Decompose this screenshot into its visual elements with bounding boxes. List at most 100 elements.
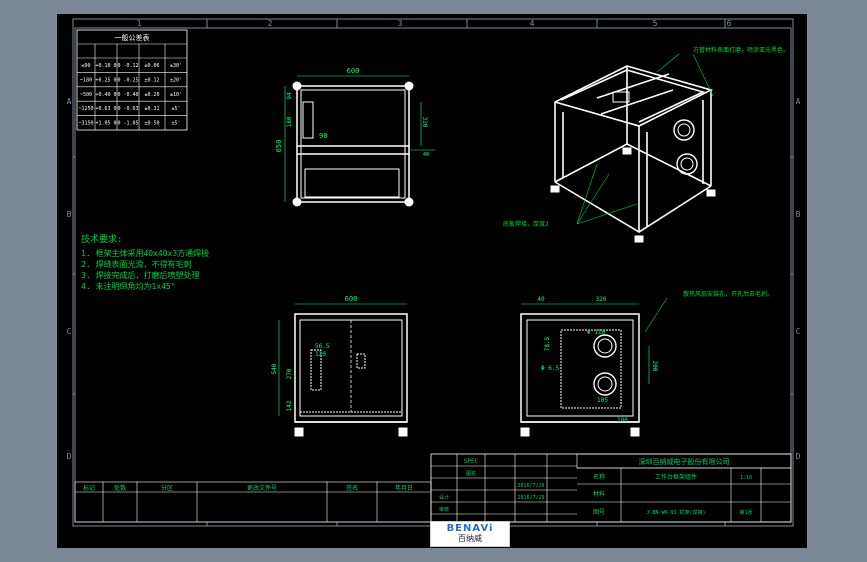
leader-line — [576, 173, 610, 225]
column-label: 4 — [530, 19, 535, 28]
fan-hole — [676, 153, 698, 175]
foot — [398, 427, 408, 437]
latch-slot — [356, 353, 366, 369]
column-label: 3 — [398, 19, 403, 28]
title-date: 2016/7/29 — [517, 483, 544, 489]
fan-hole-inner — [597, 338, 613, 354]
tolerance-cell: ±10' — [170, 92, 182, 98]
fan-panel — [560, 329, 622, 409]
tolerance-cell: 0 -0.25 — [117, 77, 138, 83]
iso-foot — [706, 189, 716, 197]
frame-inner — [300, 89, 406, 199]
tech-note-line: 3. 焊接完成后，打磨后喷塑处理 — [81, 270, 199, 280]
iso-bottom — [554, 181, 712, 233]
tolerance-cell: 0 -1.05 — [117, 121, 138, 127]
tolerance-cell: +1.05 0 — [95, 121, 116, 127]
dim-label: 180 — [617, 417, 628, 424]
frame-outline — [296, 85, 410, 203]
logo-chinese-text: 百纳威 — [458, 534, 482, 543]
annotation-text: 散热风扇安装孔，开孔后去毛刺。 — [683, 290, 773, 298]
title-label: 审核 — [439, 506, 449, 513]
row-label: C — [796, 327, 801, 336]
iso-crossbar — [596, 73, 670, 99]
leader-line — [576, 163, 598, 225]
company-logo: BENAVi 百纳威 — [430, 521, 510, 547]
dim-label: 540 — [271, 363, 278, 374]
dim-label: 200 — [651, 361, 658, 372]
title-value: 第1张 — [739, 509, 752, 516]
row-label: C — [67, 327, 72, 336]
iso-foot — [634, 235, 644, 243]
leader-line — [576, 203, 638, 225]
iso-top — [554, 65, 714, 127]
frame-inner — [526, 319, 634, 417]
revision-header: 更改文件号 — [247, 484, 277, 492]
handle-slot — [310, 349, 322, 391]
fan-hole — [593, 372, 617, 396]
revision-header: 标记 — [83, 484, 95, 492]
caster-wheel — [404, 81, 414, 91]
leader-line — [656, 53, 680, 73]
title-value: 1:10 — [740, 475, 752, 481]
tolerance-cell: ±0.31 — [144, 106, 159, 112]
row-label: A — [796, 97, 801, 106]
tolerance-cell: ±0.06 — [144, 63, 159, 69]
spec-label: SPEC — [464, 458, 479, 465]
tolerance-cell: ±5' — [171, 106, 180, 112]
title-label: 图名 — [466, 470, 476, 477]
tolerance-cell: 0 -0.63 — [117, 106, 138, 112]
tolerance-cell: ~500 — [80, 92, 92, 98]
tolerance-title: 一般公差表 — [115, 33, 150, 42]
revision-header: 签名 — [346, 484, 358, 492]
tolerance-cell: +0.63 0 — [95, 106, 116, 112]
tolerance-cell: ±20' — [170, 77, 182, 83]
dim-label: 78.5 — [544, 336, 551, 351]
fan-hole-inner — [677, 123, 691, 137]
tolerance-cell: ±30' — [170, 63, 182, 69]
front-view — [292, 81, 414, 207]
dim-label: 56.5 — [315, 343, 330, 350]
tech-note-line: 4. 未注明倒角均为1x45° — [81, 281, 176, 291]
caster-wheel — [404, 197, 414, 207]
leader-line — [644, 297, 668, 333]
tolerance-cell: ±0.50 — [144, 121, 159, 127]
tolerance-cell: +0.10 0 — [95, 63, 116, 69]
foot — [520, 427, 530, 437]
dim-label: 120 — [315, 351, 326, 358]
fan-hole — [673, 119, 695, 141]
dim-label: 94 — [286, 92, 293, 100]
side-view — [520, 313, 640, 437]
tolerance-cell: 0 -0.12 — [117, 63, 138, 69]
dim-label: 90 — [319, 132, 327, 140]
revision-table — [74, 481, 432, 523]
logo-brand-text: BENAVi — [446, 523, 494, 534]
fan-hole-inner — [597, 376, 613, 392]
fan-hole — [593, 334, 617, 358]
row-label: A — [67, 97, 72, 106]
foot — [294, 427, 304, 437]
title-date: 2016/7/29 — [517, 495, 544, 501]
dim-label: 320 — [421, 117, 428, 128]
dim-label: 105 — [597, 397, 608, 404]
top-view — [294, 313, 408, 437]
column-label: 5 — [653, 19, 658, 28]
tolerance-cell: 0 -0.40 — [117, 92, 138, 98]
iso-top-inner — [560, 69, 706, 123]
dim-label: 600 — [345, 295, 358, 303]
row-label: B — [67, 210, 72, 219]
tolerance-cell: ~180 — [80, 77, 92, 83]
leader-line — [692, 53, 714, 97]
company-name: 深圳百纳威电子股份有限公司 — [639, 457, 730, 466]
tolerance-cell: ±0.20 — [144, 92, 159, 98]
tolerance-cell: +0.25 0 — [95, 77, 116, 83]
tolerance-cell: +0.40 0 — [95, 92, 116, 98]
title-label: 名称 — [593, 473, 605, 481]
iso-foot — [550, 185, 560, 193]
column-label: 1 — [137, 19, 142, 28]
dim-label: 142 — [286, 400, 293, 411]
tolerance-table — [76, 29, 188, 131]
iso-bottom-back — [554, 143, 712, 187]
dim-label: 270 — [286, 368, 293, 379]
